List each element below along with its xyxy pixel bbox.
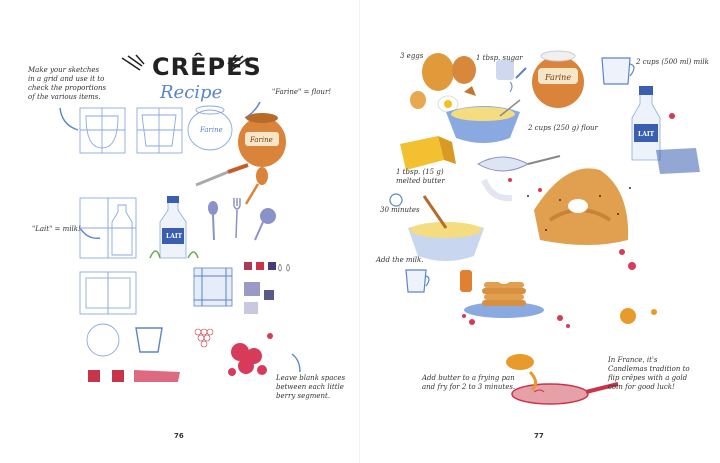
sketch-jar-label: Farine [199, 126, 223, 134]
note-lait: "Lait" = milk! [32, 225, 81, 233]
sketch-jar [187, 105, 233, 151]
flour-jar-illustration [532, 50, 584, 108]
milk-bottle-illustration [631, 86, 700, 174]
note-farine: "Farine" = flour! [272, 88, 332, 96]
frying-pan-illustration [506, 354, 619, 405]
paint-swatches [88, 370, 180, 382]
ladle-handle [254, 221, 264, 241]
milk-bottle-illustration [149, 196, 199, 259]
sketch-grid-cup [136, 107, 183, 154]
note-berries: Leave blank spaces between each little b… [276, 374, 346, 400]
color-swatches [244, 262, 276, 314]
arrow-icon [79, 227, 101, 239]
sketch-grid-bottle [79, 197, 137, 259]
berries-illustration [462, 113, 675, 328]
ladle-illustration [260, 208, 276, 224]
batter-bowl-illustration [408, 195, 484, 261]
orange-illustration [620, 308, 657, 324]
page-title: CRÊPES [152, 53, 262, 81]
sketch-drops [278, 263, 290, 272]
fork-illustration [233, 198, 241, 239]
sugar-jar-illustration [496, 60, 527, 93]
right-page: Farine LAIT [360, 0, 720, 463]
label-flour: 2 cups (250 g) flour [528, 124, 598, 132]
spoon-illustration [208, 201, 218, 215]
berry-sketch [194, 328, 214, 348]
milk-cup-illustration [601, 57, 635, 85]
label-milk: 2 cups (500 ml) milk [636, 58, 709, 66]
page-number-right: 77 [534, 432, 544, 440]
page-number-left: 76 [174, 432, 184, 440]
flour-jar-label: Farine [249, 136, 273, 144]
label-eggs: 3 eggs [400, 52, 424, 60]
spoon-handle [212, 214, 215, 241]
right-page-illustrations: Farine LAIT [389, 50, 700, 405]
note-sketches: Make your sketches in a grid and use it … [28, 66, 107, 101]
arrow-icon [59, 107, 79, 131]
knife-illustration [195, 163, 249, 187]
sketch-grid-bowl [79, 107, 126, 154]
page-subtitle: Recipe [160, 82, 223, 103]
raspberry-illustration [228, 333, 273, 376]
left-page: Farine Farine [28, 53, 346, 440]
milk-bottle-label: LAIT [166, 233, 183, 240]
label-sugar: 1 tbsp. sugar [476, 54, 523, 62]
sketch-cup-outline [135, 327, 163, 353]
napkin-illustration [193, 267, 233, 307]
title-decoration [121, 54, 249, 71]
label-add-milk: Add the milk. [376, 256, 424, 264]
milk-bottle-label: LAIT [638, 131, 655, 138]
butter-illustration [400, 136, 456, 170]
sketch-circle [86, 323, 120, 357]
left-page-illustrations: Farine Farine [59, 54, 301, 382]
label-time: 30 minutes [380, 206, 420, 214]
flour-jar-illustration [238, 113, 286, 167]
note-candlemas: In France, it's Candlemas tradition to f… [608, 356, 690, 391]
arrow-icon [291, 353, 301, 373]
wooden-spoon-illustration [256, 167, 268, 185]
crepe-illustration [527, 168, 631, 245]
clock-icon [389, 193, 403, 207]
note-pan: Add butter to a frying pan and fry for 2… [422, 374, 516, 391]
eggs-illustration [410, 53, 476, 113]
sieve-illustration [477, 155, 561, 202]
sketch-grid-square [79, 271, 137, 315]
mixing-bowl-illustration [446, 99, 521, 143]
milk-pitcher-illustration [405, 269, 430, 293]
flour-jar-label: Farine [544, 73, 571, 82]
pancake-stack-illustration [460, 270, 544, 318]
label-butter: 1 tbsp. (15 g) melted butter [396, 168, 445, 185]
wooden-spoon-handle [244, 183, 260, 205]
